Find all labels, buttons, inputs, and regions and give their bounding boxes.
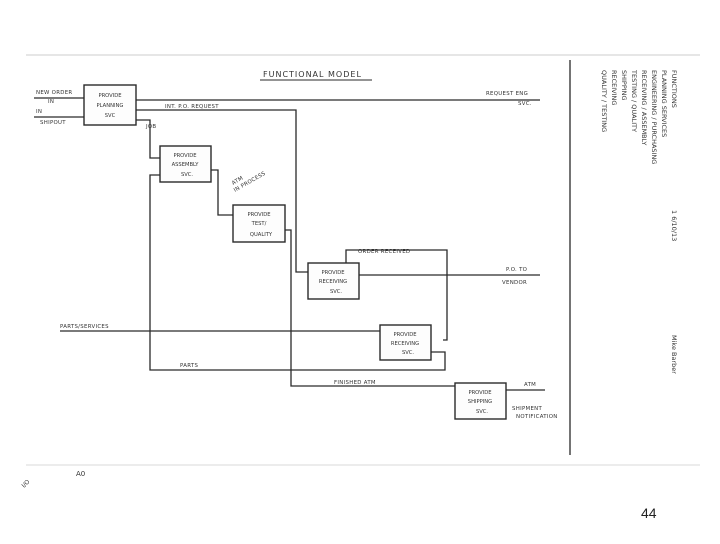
label-atm-out: ATM [524, 382, 536, 388]
box5-line3: SVC. [402, 350, 414, 356]
label-job: JOB [145, 124, 156, 130]
label-parts-services: PARTS/SERVICES [60, 324, 109, 330]
label-parts: PARTS [180, 363, 198, 369]
box-provide-planning [83, 84, 137, 126]
side-note-2: PLANNING SERVICES [660, 70, 668, 137]
label-atm-in: ATM [231, 175, 245, 186]
atm-in-process-arrow [211, 169, 233, 216]
side-notes: FUNCTIONS PLANNING SERVICES ENGINEERING … [600, 69, 678, 374]
box6-line2: SHIPPING [468, 399, 492, 405]
side-note-3: ENGINEERING / PURCHASING [650, 70, 658, 164]
box2-line1: PROVIDE [173, 153, 196, 159]
label-vendor: VENDOR [502, 280, 527, 286]
po-request-arrow [136, 109, 308, 273]
box5-line2: RECEIVING [391, 341, 419, 347]
side-note-6: SHIPPING [620, 70, 628, 101]
diagram-title: FUNCTIONAL MODEL [263, 70, 362, 79]
box-provide-assembly [159, 145, 212, 183]
label-shipout: SHIPOUT [40, 120, 66, 126]
box-provide-receiving-1 [307, 262, 360, 300]
box2-line3: SVC. [181, 172, 193, 178]
box2-text: PROVIDE ASSEMBLY SVC. [172, 153, 200, 178]
finished-atm-arrow [285, 229, 455, 387]
box1-line3: SVC [105, 113, 116, 119]
label-shipment: SHIPMENT [512, 406, 543, 412]
corner-a0: A0 [76, 470, 85, 478]
box3-text: PROVIDE TEST/ QUALITY [247, 212, 272, 238]
parts-arrow [149, 174, 446, 371]
box3-line1: PROVIDE [247, 212, 270, 218]
label-finished-atm: FINISHED ATM [334, 380, 376, 386]
side-note-5: TESTING / QUALITY [630, 69, 638, 132]
right-note-name: Mike Barber [670, 335, 678, 374]
box6-line3: SVC. [476, 409, 488, 415]
job-arrow [136, 119, 160, 159]
box4-line2: RECEIVING [319, 279, 347, 285]
box3-line3: QUALITY [250, 232, 273, 238]
box-provide-receiving-2 [379, 324, 432, 361]
box6-line1: PROVIDE [468, 390, 491, 396]
label-new-order: NEW ORDER [36, 90, 72, 96]
connectors [34, 97, 545, 391]
box6-text: PROVIDE SHIPPING SVC. [468, 390, 492, 415]
box4-text: PROVIDE RECEIVING SVC. [319, 270, 347, 295]
box2-line2: ASSEMBLY [172, 162, 200, 168]
box5-line1: PROVIDE [393, 332, 416, 338]
order-received-arrow [345, 249, 448, 341]
box4-line1: PROVIDE [321, 270, 344, 276]
side-note-8: QUALITY / TESTING [600, 70, 608, 132]
box3-line2: TEST/ [251, 221, 267, 227]
label-po-request: INT. P.O. REQUEST [165, 104, 219, 110]
label-request-eng: REQUEST ENG [486, 91, 528, 97]
box1-line2: PLANNING [97, 103, 124, 109]
label-in: IN [36, 109, 42, 115]
label-shipment-notification: NOTIFICATION [516, 414, 558, 420]
label-request-eng-svc: SVC. [518, 101, 532, 107]
side-note-4: RECEIVING / ASSEMBLY [640, 70, 648, 145]
label-order-received: ORDER RECEIVED [358, 249, 410, 255]
label-po-to: P.O. TO [506, 267, 527, 273]
page-number: 44 [641, 505, 657, 521]
box-provide-shipping [454, 382, 507, 420]
box5-text: PROVIDE RECEIVING SVC. [391, 332, 419, 356]
box1-text: PROVIDE PLANNING SVC [97, 93, 124, 119]
side-note-1: FUNCTIONS [670, 70, 678, 108]
corner-io: I/O [20, 478, 31, 489]
label-new-order-in: IN [48, 99, 54, 105]
flow-labels: NEW ORDER IN IN SHIPOUT INT. P.O. REQUES… [36, 90, 558, 420]
right-note-date: 1 6/10/13 [670, 210, 678, 241]
box4-line3: SVC. [330, 289, 342, 295]
box-provide-test-quality [232, 204, 286, 243]
side-note-7: RECEIVING [610, 70, 618, 105]
box1-line1: PROVIDE [98, 93, 121, 99]
